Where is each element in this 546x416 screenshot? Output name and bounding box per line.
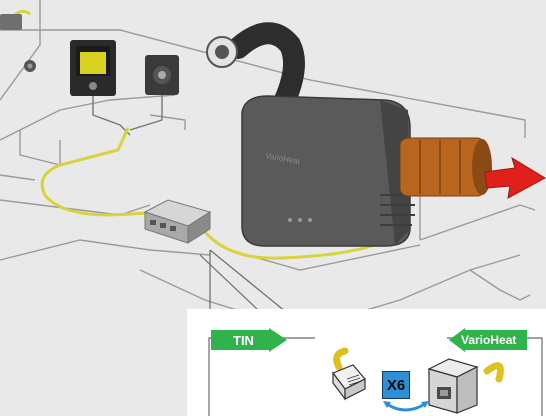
heater-unit: VarioHeat bbox=[241, 95, 415, 247]
tin-connector-plug bbox=[332, 347, 366, 401]
control-panel bbox=[70, 40, 116, 96]
exhaust-direction-arrow bbox=[484, 156, 546, 199]
exhaust-pipe bbox=[399, 137, 492, 197]
varioheat-connector-tag: VarioHeat bbox=[449, 328, 527, 352]
varioheat-connector-label: VarioHeat bbox=[461, 333, 517, 347]
callout-artwork bbox=[208, 337, 543, 416]
swap-arrow-icon bbox=[386, 402, 426, 412]
wall-socket bbox=[0, 14, 22, 30]
tin-connector-label: TIN bbox=[233, 332, 254, 348]
left-arrow-icon bbox=[449, 328, 527, 352]
air-intake-hose bbox=[206, 22, 305, 111]
control-cable bbox=[40, 127, 151, 217]
varioheat-connector-socket bbox=[427, 358, 504, 414]
tin-connector-tag: TIN bbox=[211, 328, 287, 352]
connector-id-badge: X6 bbox=[382, 371, 410, 399]
junction-box bbox=[143, 199, 212, 244]
right-arrow-icon bbox=[211, 328, 287, 352]
rotary-switch bbox=[145, 55, 179, 95]
connector-callout: TIN VarioHeat X6 bbox=[187, 309, 546, 416]
